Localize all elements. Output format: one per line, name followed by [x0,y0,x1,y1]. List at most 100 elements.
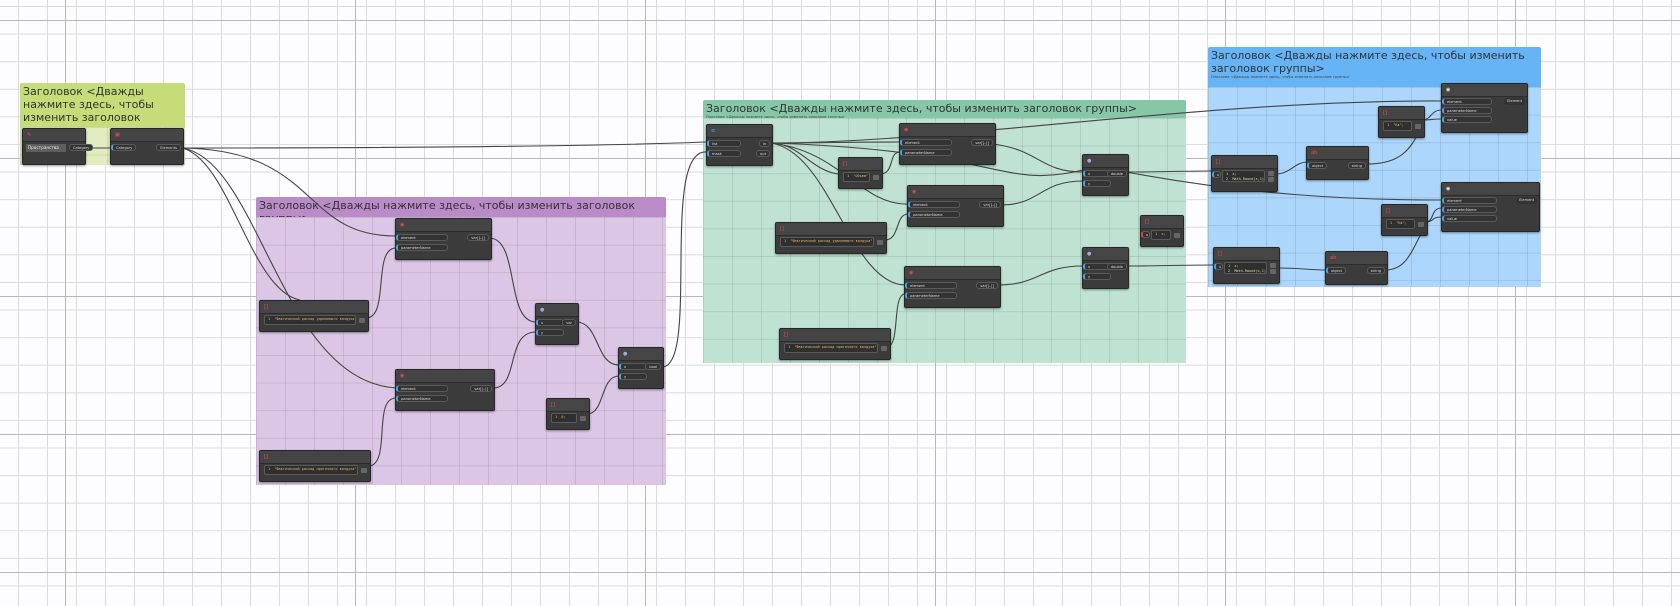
set-parameter-by-name-node[interactable]: ◉ element parameterName value Element [1441,182,1540,232]
output-port[interactable] [1270,269,1276,274]
categories-node[interactable]: ✎ Пространства Category [22,128,94,165]
input-x[interactable]: x [1214,263,1223,270]
input-parameter-name[interactable]: parameterName [396,395,448,402]
output-string[interactable]: string [1366,267,1385,274]
input-y[interactable]: y [619,373,647,380]
input-x[interactable]: x [1141,231,1150,238]
input-element[interactable]: element [1442,98,1492,105]
input-parameter-name[interactable]: parameterName [900,149,952,156]
get-parameter-value-node[interactable]: ◉ element parameterName var[]..[] [907,185,1004,227]
divide-node[interactable]: ● x y double [1082,247,1129,289]
code-block-node[interactable]: [] 1 0; [546,398,590,430]
input-parameter-name[interactable]: parameterName [905,292,957,299]
output-category[interactable]: Category [69,144,94,151]
input-y[interactable]: y [536,329,564,336]
category-dropdown[interactable]: Пространства [26,144,66,152]
input-x[interactable]: x [619,363,647,370]
code-block-round-node[interactable]: [] x 1 x; 2 Math.Round(x,1); [1211,155,1278,192]
output-port[interactable] [1270,263,1276,268]
input-value[interactable]: value [1442,215,1497,222]
output-var[interactable]: var[]..[] [976,282,998,289]
input-mask[interactable]: mask [707,150,741,157]
code-editor[interactable]: 1 "Фактический расход удаляемого воздуха… [264,315,356,325]
code-editor[interactable]: 1 "Фактический расход приточного воздуха… [264,465,358,475]
code-block-round-node[interactable]: [] x 1 x; 2 Math.Round(x,1); [1213,247,1280,284]
set-parameter-by-name-node[interactable]: ◉ element parameterName value Element [1441,83,1528,133]
output-port[interactable] [1268,171,1274,176]
get-parameter-value-node[interactable]: ◉ element parameterName var[]..[] [904,266,1001,308]
input-value[interactable]: value [1442,116,1492,123]
input-object[interactable]: object [1326,267,1347,274]
code-block-node[interactable]: [] x 1 x; [1140,215,1184,247]
compare-node[interactable]: ● x y bool [618,347,664,389]
input-category[interactable]: Category [111,144,137,151]
code-editor[interactable]: 1 "Объем"; [843,172,870,182]
input-element[interactable]: element [900,139,952,146]
group-title[interactable]: Заголовок <Дважды нажмите здесь, чтобы и… [706,102,1138,115]
input-object[interactable]: object [1307,162,1328,169]
input-element[interactable]: element [396,234,448,241]
string-from-object-node[interactable]: ab object string [1325,251,1388,285]
output-element[interactable]: Element [1516,197,1537,204]
output-bool[interactable]: bool [645,363,661,370]
input-element[interactable]: element [905,282,957,289]
output-double[interactable]: double [1106,170,1127,177]
get-parameter-value-node[interactable]: ◉ element parameterName var[]..[] [395,369,495,411]
output-port[interactable] [359,318,365,323]
code-editor[interactable]: 1 x; 2 Math.Round(x,1); [1222,170,1265,182]
input-y[interactable]: y [1083,273,1111,280]
output-string[interactable]: string [1347,162,1366,169]
code-block-node[interactable]: [] 1 "Кв"; [1378,106,1425,138]
code-editor[interactable]: 1 "Фактический расход приточного воздуха… [784,343,878,353]
output-var[interactable]: var[]..[] [467,234,489,241]
all-elements-of-category-node[interactable]: ▣ Category Elements [110,128,184,165]
output-double[interactable]: double [1106,263,1127,270]
output-port[interactable] [1174,233,1180,238]
code-block-node[interactable]: [] 1 "Объем"; [838,157,883,189]
output-port[interactable] [873,175,879,180]
input-parameter-name[interactable]: parameterName [1442,206,1497,213]
output-port[interactable] [1268,177,1274,182]
code-block-node[interactable]: [] 1 "Фактический расход приточного возд… [779,328,891,360]
input-element[interactable]: element [908,201,960,208]
code-editor[interactable]: 1 "Кв"; [1383,121,1412,131]
get-parameter-value-node[interactable]: ◉ element parameterName var[]..[] [899,123,996,165]
input-x[interactable]: x [1212,171,1221,178]
code-editor[interactable]: 1 "Фактический расход удаляемого воздуха… [780,237,874,247]
input-element[interactable]: element [396,385,448,392]
code-block-node[interactable]: [] 1 "Фактический расход удаляемого возд… [775,222,887,254]
output-port[interactable] [1418,222,1424,227]
divide-node[interactable]: ● x y double [1082,154,1129,196]
input-parameter-name[interactable]: parameterName [396,244,448,251]
code-block-node[interactable]: [] 1 "Фактический расход приточного возд… [259,450,371,482]
output-port[interactable] [881,346,887,351]
code-editor[interactable]: 1 x; [1151,230,1171,240]
output-port[interactable] [580,416,586,421]
get-parameter-value-node[interactable]: ◉ element parameterName var[]..[] [395,218,492,260]
output-port[interactable] [877,240,883,245]
input-parameter-name[interactable]: parameterName [1442,107,1492,114]
output-var[interactable]: var[]..[] [971,139,993,146]
group-title[interactable]: Заголовок <Дважды нажмите здесь, чтобы и… [1211,49,1525,75]
input-y[interactable]: y [1083,180,1111,187]
output-out[interactable]: out [756,150,770,157]
subtract-node[interactable]: ● x y var [535,303,579,345]
code-editor[interactable]: 1 x; 2 Math.Round(x,1); [1224,262,1267,274]
output-var[interactable]: var[]..[] [470,385,492,392]
input-parameter-name[interactable]: parameterName [908,211,960,218]
string-from-object-node[interactable]: ab object string [1306,146,1369,180]
input-list[interactable]: list [707,140,741,147]
input-element[interactable]: element [1442,197,1497,204]
output-port[interactable] [361,468,367,473]
output-port[interactable] [1415,124,1421,129]
input-x[interactable]: x [536,319,564,326]
code-block-node[interactable]: [] 1 "Фактический расход удаляемого возд… [259,300,369,332]
filter-by-bool-mask-node[interactable]: ≡ list mask in out [706,124,773,166]
code-block-node[interactable]: [] 1 "Кв"; [1381,204,1428,236]
output-elements[interactable]: Elements [156,144,181,151]
output-element[interactable]: Element [1504,98,1525,105]
output-in[interactable]: in [758,140,770,147]
group-description[interactable]: Описание <Дважды нажмите здесь, чтобы из… [1211,75,1350,79]
output-var[interactable]: var[]..[] [979,201,1001,208]
code-editor[interactable]: 1 "Кв"; [1386,219,1415,229]
